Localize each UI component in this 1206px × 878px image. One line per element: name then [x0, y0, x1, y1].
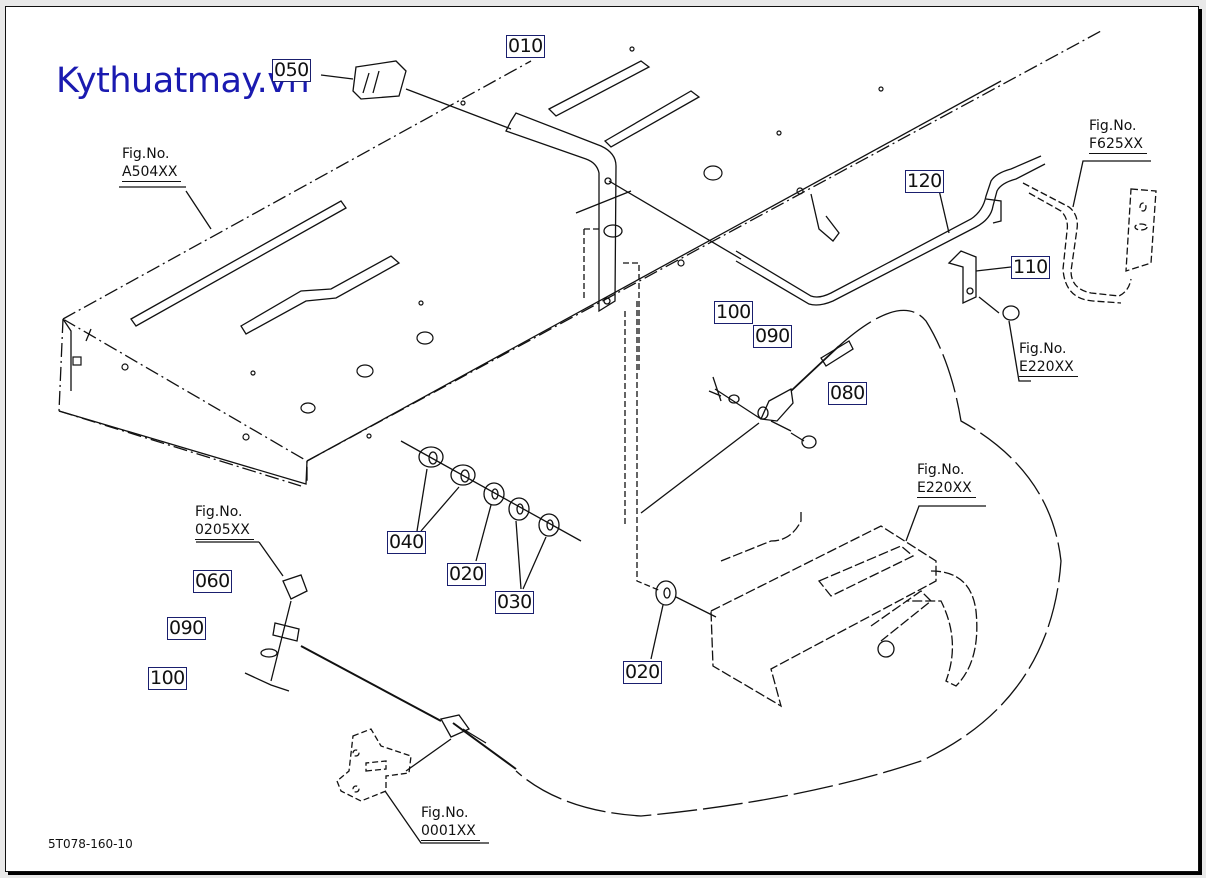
control-cable	[300, 309, 1062, 817]
figure-ref-0001xx[interactable]: Fig.No. 0001XX	[421, 804, 480, 841]
figure-ref-a504xx[interactable]: Fig.No. A504XX	[122, 145, 182, 182]
part-label-090-upper[interactable]: 090	[753, 325, 792, 348]
pedal-pad	[320, 60, 512, 130]
figure-ref-number: F625XX	[1089, 135, 1147, 154]
part-label-100-upper[interactable]: 100	[714, 301, 753, 324]
part-label-090-lower[interactable]: 090	[167, 617, 206, 640]
figure-ref-number: A504XX	[122, 163, 182, 182]
link-rod	[735, 155, 1046, 306]
part-label-050[interactable]: 050	[272, 59, 311, 82]
washers-nuts	[400, 440, 717, 660]
plate-holes	[72, 46, 884, 441]
figure-ref-caption: Fig.No.	[122, 146, 170, 162]
part-label-060[interactable]: 060	[193, 570, 232, 593]
part-label-110[interactable]: 110	[1011, 256, 1050, 279]
bracket-0001	[336, 728, 412, 802]
figure-ref-caption: Fig.No.	[1019, 341, 1067, 357]
part-label-100-lower[interactable]: 100	[148, 667, 187, 690]
figure-ref-caption: Fig.No.	[917, 462, 965, 478]
document-id: 5T078-160-10	[48, 837, 133, 851]
exploded-view-drawing	[58, 30, 1157, 844]
pedal-lever	[505, 112, 742, 592]
pedal-base-e220	[710, 511, 978, 708]
lower-cable-hardware	[244, 574, 487, 744]
f625-bracket	[1022, 182, 1157, 304]
part-label-020-left[interactable]: 020	[447, 563, 486, 586]
figure-ref-0205xx[interactable]: Fig.No. 0205XX	[195, 503, 254, 540]
figure-ref-number: E220XX	[917, 479, 976, 498]
watermark: Kythuatmay.vn	[56, 61, 310, 101]
rod-bracket	[947, 250, 1031, 382]
figure-ref-e220xx-lower[interactable]: Fig.No. E220XX	[917, 461, 976, 498]
floor-plate	[58, 30, 1102, 487]
figure-ref-number: 0205XX	[195, 521, 254, 540]
figure-ref-e220xx-upper[interactable]: Fig.No. E220XX	[1019, 340, 1078, 377]
part-label-030[interactable]: 030	[495, 591, 534, 614]
figure-ref-number: 0001XX	[421, 822, 480, 841]
parts-diagram-sheet: Kythuatmay.vn 050 010 120 110 100 090 08…	[5, 6, 1199, 872]
figure-ref-f625xx[interactable]: Fig.No. F625XX	[1089, 117, 1147, 154]
figure-ref-number: E220XX	[1019, 358, 1078, 377]
figure-ref-caption: Fig.No.	[421, 805, 469, 821]
part-label-040[interactable]: 040	[387, 531, 426, 554]
part-label-080[interactable]: 080	[828, 382, 867, 405]
figure-ref-caption: Fig.No.	[1089, 118, 1137, 134]
part-label-020-right[interactable]: 020	[623, 661, 662, 684]
part-label-120[interactable]: 120	[905, 170, 944, 193]
part-label-010[interactable]: 010	[506, 35, 545, 58]
figure-ref-caption: Fig.No.	[195, 504, 243, 520]
